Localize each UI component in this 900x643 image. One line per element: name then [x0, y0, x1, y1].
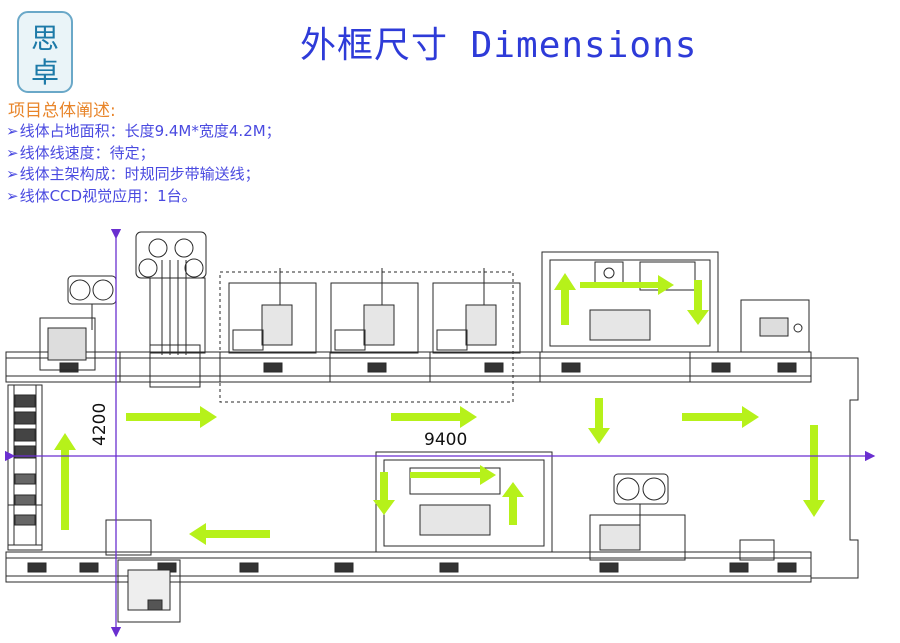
top-conveyor: [5, 351, 812, 383]
overview-heading: 项目总体阐述:: [8, 101, 116, 121]
overview-item: ➢线体线速度：待定；: [6, 143, 155, 162]
station-3: [432, 268, 521, 354]
machine-bottom-right: [589, 473, 775, 561]
height-dimension-label: 4200: [90, 402, 110, 446]
flow-arrow-up: [554, 273, 576, 325]
ccd-unit: [740, 299, 810, 353]
bullet-arrow-icon: ➢: [6, 143, 19, 162]
company-logo: 思 卓: [14, 8, 76, 96]
width-dimension-label: 9400: [424, 430, 468, 450]
flow-arrow-down: [687, 280, 709, 325]
flow-arrow-down: [588, 398, 610, 444]
overview-item: ➢线体CCD视觉应用：1台。: [6, 186, 197, 205]
flow-arrow-right: [126, 406, 217, 428]
right-return-frame: [811, 357, 859, 579]
flow-arrow-right: [580, 275, 674, 295]
machine-top-right: [541, 251, 719, 353]
left-vertical-conveyor: [7, 384, 43, 546]
station-1: [228, 268, 317, 354]
machine-bottom-left: [105, 519, 181, 623]
overview-list: ➢线体占地面积：长度9.4M*宽度4.2M； ➢线体线速度：待定； ➢线体主架构…: [6, 121, 281, 207]
flow-arrow-down: [803, 425, 825, 517]
svg-text:卓: 卓: [31, 56, 59, 89]
page-title: 外框尺寸 Dimensions: [300, 25, 698, 66]
machine-corner-left: [39, 275, 117, 371]
flow-arrows: [54, 273, 825, 545]
flow-arrow-up: [54, 433, 76, 530]
overview-item: ➢线体主架构成：时规同步带输送线；: [6, 165, 260, 183]
station-2: [330, 268, 419, 354]
svg-text:思: 思: [31, 22, 59, 55]
bullet-arrow-icon: ➢: [6, 186, 19, 205]
bullet-arrow-icon: ➢: [6, 122, 19, 140]
flow-arrow-right: [410, 465, 496, 485]
flow-arrow-right: [682, 406, 759, 428]
flow-arrow-right: [391, 406, 477, 428]
feeder-tower: [135, 231, 207, 388]
flow-arrow-left: [189, 523, 270, 545]
machine-bottom-middle: [375, 451, 553, 553]
flow-arrow-down: [373, 472, 395, 515]
overview-item: ➢线体占地面积：长度9.4M*宽度4.2M；: [6, 122, 281, 140]
bullet-arrow-icon: ➢: [6, 165, 19, 183]
dimension-lines: [4, 228, 876, 638]
flow-arrow-up: [502, 482, 524, 525]
bottom-conveyor: [5, 551, 812, 583]
